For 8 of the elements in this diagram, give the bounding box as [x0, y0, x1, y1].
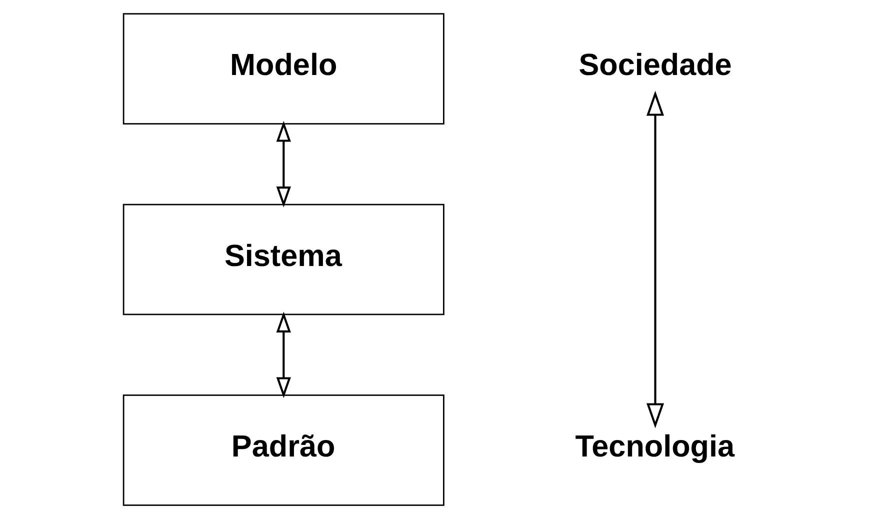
node-box: Modelo [122, 13, 444, 124]
arrow [276, 120, 290, 208]
node-text: Sociedade [578, 48, 732, 82]
node-text: Tecnologia [574, 430, 734, 464]
node-box: Padrão [122, 394, 444, 506]
arrow [646, 90, 664, 428]
node-box: Sistema [122, 204, 444, 316]
arrow [276, 312, 290, 398]
